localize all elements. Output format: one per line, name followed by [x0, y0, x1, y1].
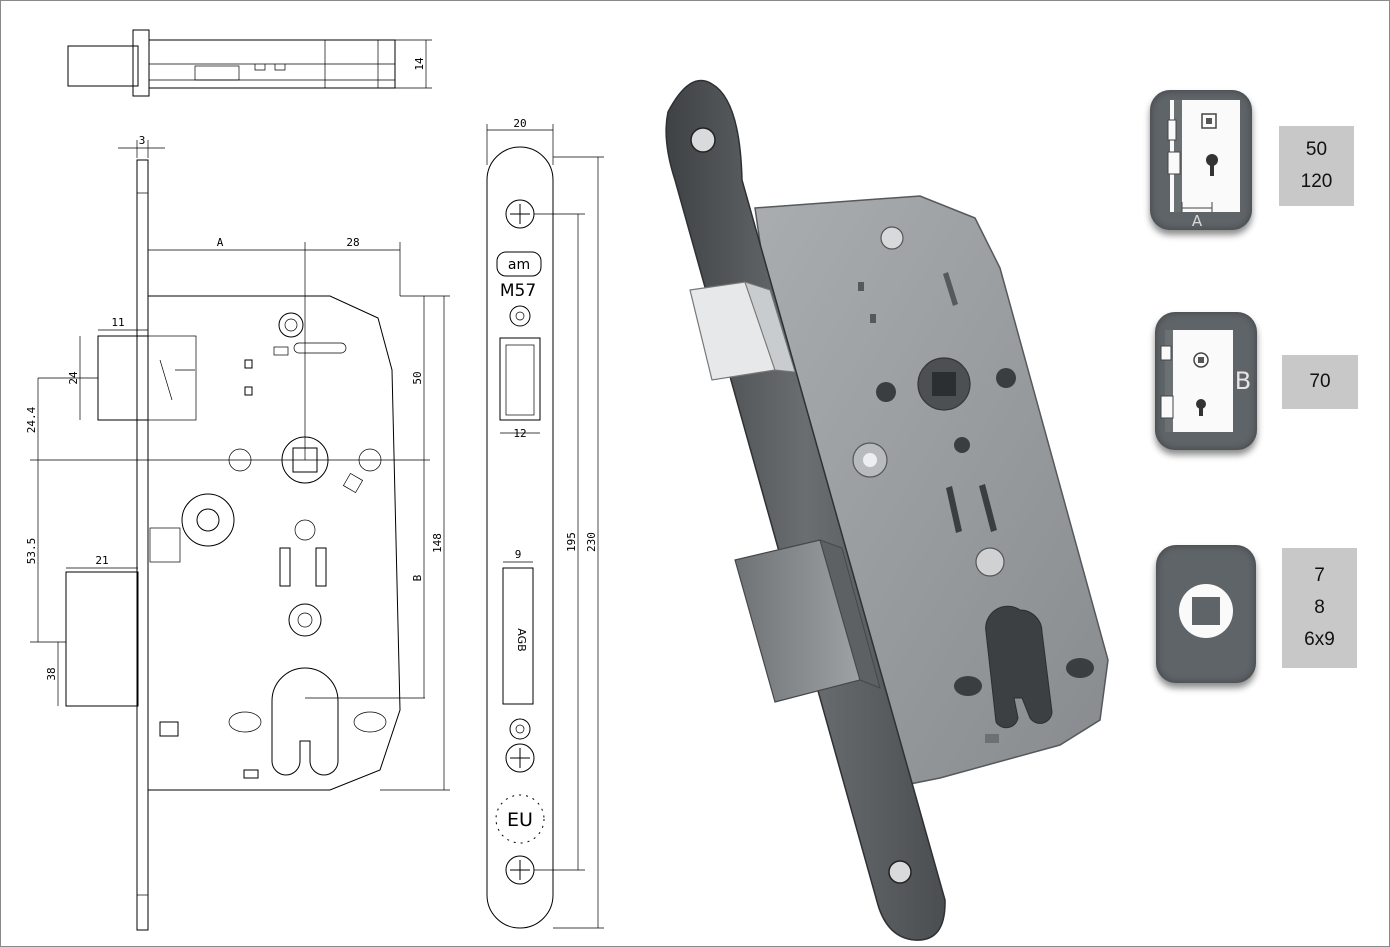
svg-text:AGB: AGB [515, 628, 528, 651]
backset-value: 50 [1305, 139, 1328, 160]
backset-value: 120 [1300, 171, 1333, 192]
distance-values-box: 70 [1282, 355, 1358, 409]
distance-option-label: B [1235, 367, 1251, 395]
dim-latch-offset-label: 24.4 [25, 406, 38, 433]
dim-screw-distance-label: 195 [565, 532, 578, 552]
backset-icon: A [1167, 100, 1240, 230]
distance-value: 70 [1309, 371, 1331, 392]
technical-drawing: 14 3 A 28 11 24 24.4 [25, 29, 604, 931]
dim-follower-top-label: 50 [411, 371, 424, 384]
backset-option-label: A [1192, 212, 1203, 230]
follower-option-tile [1156, 545, 1256, 683]
dim-height-label: 14 [413, 57, 426, 71]
follower-value: 6x9 [1304, 629, 1335, 650]
dim-28-label: 28 [346, 236, 359, 249]
faceplate-view: 20 am M57 12 9 AGB EU 195 230 [486, 117, 604, 929]
svg-text:am: am [508, 257, 530, 273]
dim-thickness-label: 3 [139, 134, 146, 147]
distance-icon: B [1160, 330, 1251, 432]
dim-deadbolt-offset-label: 53.5 [25, 538, 38, 565]
dim-distance-label: B [411, 574, 424, 581]
follower-value: 8 [1314, 597, 1325, 618]
square-follower-icon [1179, 584, 1233, 638]
backset-option-tile: A [1150, 90, 1252, 230]
top-view: 14 [67, 29, 432, 97]
follower-values-box: 7 8 6x9 [1282, 548, 1357, 668]
logo-model-label: M57 [500, 281, 536, 301]
dim-bolt-width-label: 9 [515, 548, 522, 561]
eu-mark-label: EU [507, 809, 533, 831]
distance-option-tile: B [1155, 312, 1257, 450]
side-view: 3 A 28 11 24 24.4 [25, 134, 450, 931]
dim-latch-width-label: 12 [513, 427, 526, 440]
dim-body-height-label: 148 [431, 533, 444, 553]
dim-backset-label: A [217, 236, 224, 249]
dim-plate-length-label: 230 [585, 532, 598, 552]
dim-deadbolt-height-label: 38 [45, 667, 58, 680]
dim-latch-projection-label: 11 [111, 316, 124, 329]
dim-deadbolt-projection-label: 21 [95, 554, 108, 567]
dim-width-label: 20 [513, 117, 526, 130]
follower-value: 7 [1314, 565, 1325, 586]
backset-values-box: 50 120 [1279, 126, 1354, 206]
